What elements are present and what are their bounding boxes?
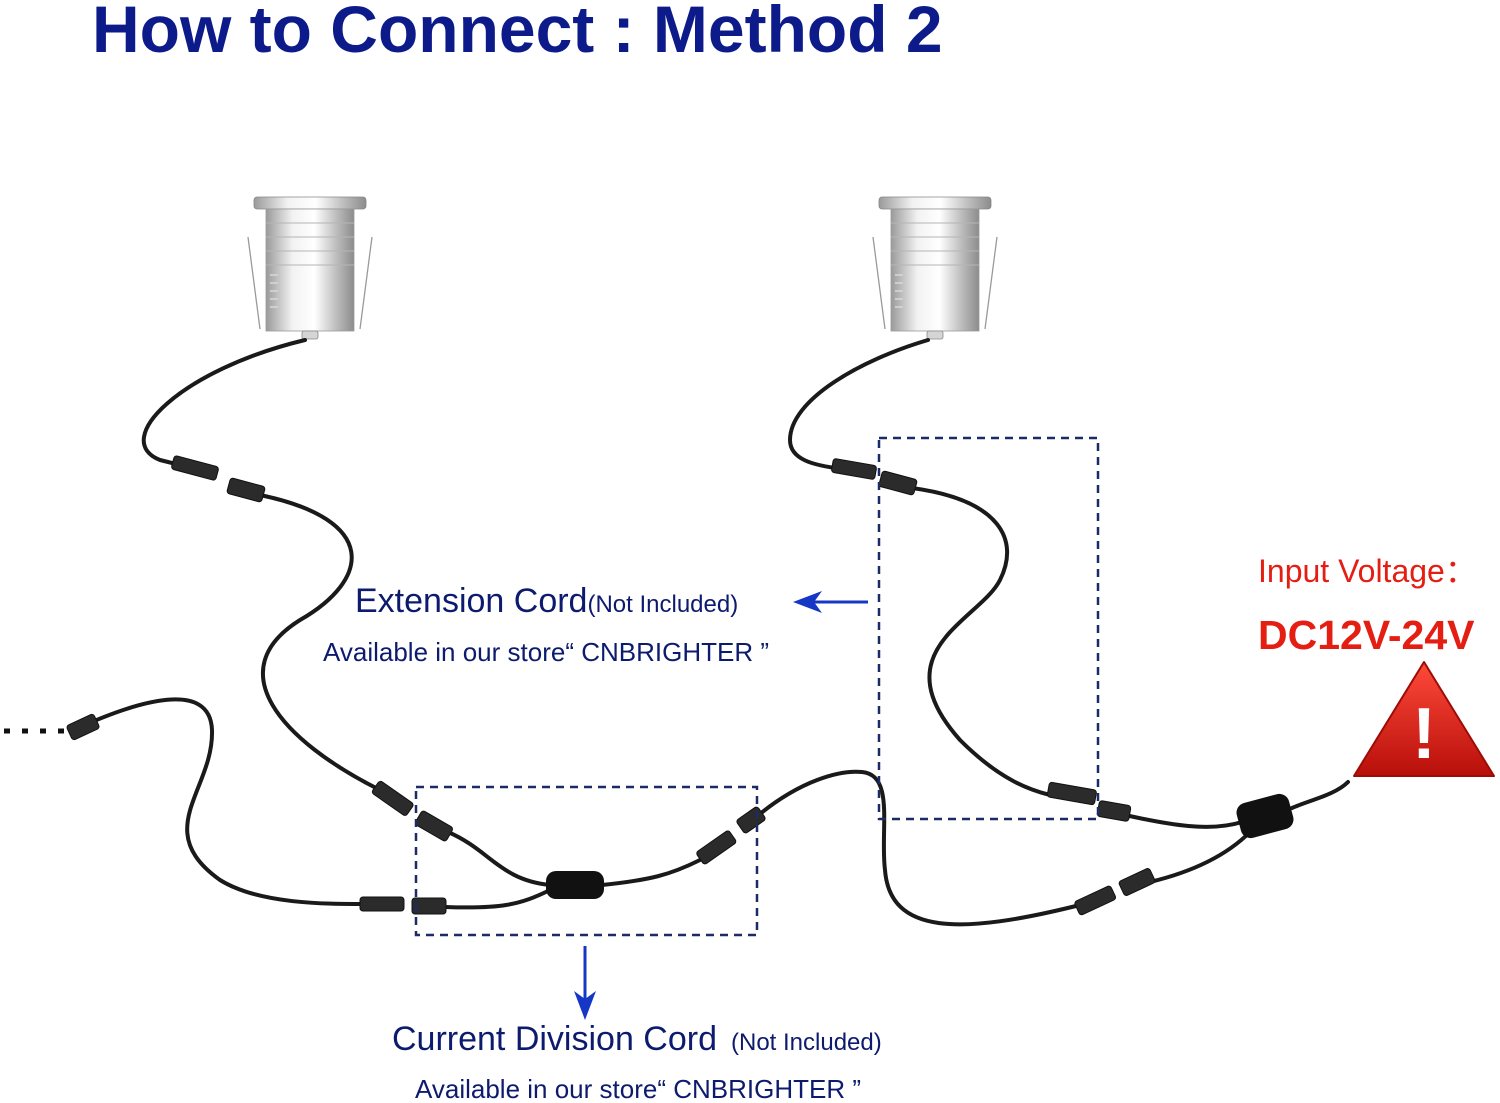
warning-triangle-icon: ! — [1353, 661, 1495, 777]
led-light-fixture — [872, 196, 998, 340]
svg-text:!: ! — [1412, 694, 1436, 774]
division-cord-availability: Available in our store“ CNBRIGHTER ” — [415, 1074, 861, 1103]
splitter-box — [1236, 793, 1294, 839]
splitter-box — [546, 871, 604, 899]
extension-cord-availability: Available in our store“ CNBRIGHTER ” — [323, 637, 769, 667]
input-voltage-value: DC12V-24V — [1258, 612, 1475, 658]
extension-cord-label: Extension Cord(Not Included) — [355, 582, 738, 620]
extension-cord-arrow — [793, 591, 868, 613]
input-voltage-label: Input Voltage： — [1258, 553, 1477, 589]
page-title: How to Connect : Method 2 — [92, 0, 943, 66]
extension-cord-highlight — [877, 436, 1100, 821]
cables — [76, 338, 1350, 927]
led-light-fixture — [247, 196, 373, 340]
division-cord-arrow — [574, 946, 596, 1020]
connectors — [66, 455, 1156, 916]
division-cord-label: Current Division Cord(Not Included) — [392, 1020, 882, 1058]
division-cord-highlight — [414, 785, 759, 937]
